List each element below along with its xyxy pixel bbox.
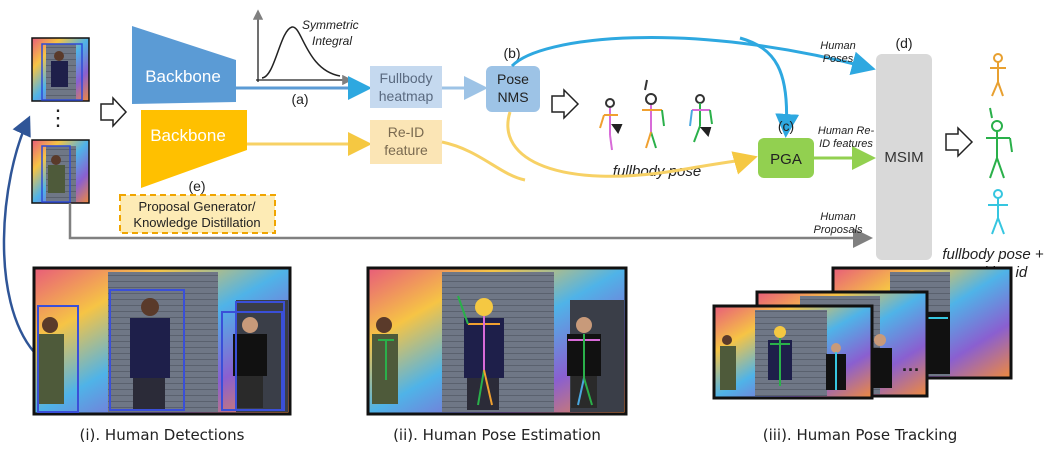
symmetric-integral-line1: Symmetric (302, 18, 359, 32)
tracked-skeleton-cyan (988, 189, 1008, 235)
fullbody-heatmap-box: Fullbody heatmap (370, 66, 442, 108)
panel-pose-tracking: ··· (712, 266, 1013, 400)
pose-nms-line1: Pose (497, 71, 529, 87)
backbone-yellow-label: Backbone (150, 126, 226, 145)
proposal-generator-line2: Knowledge Distillation (133, 215, 260, 230)
reid-feature-box: Re-ID feature (370, 120, 442, 164)
tag-b: (b) (503, 45, 520, 61)
msim-to-output-arrow (945, 126, 974, 158)
input-frame-bottom (31, 139, 90, 204)
tracked-skeleton-orange (990, 53, 1006, 97)
pga-box: (c) PGA (758, 118, 814, 178)
detection-box-center (109, 289, 185, 411)
detection-box-left (37, 305, 79, 413)
tracked-skeleton-green (986, 107, 1013, 179)
panel-human-detections (32, 266, 292, 416)
caption-pose-estimation: (ii). Human Pose Estimation (393, 426, 601, 444)
tag-c: (c) (778, 118, 794, 134)
person-soldier (38, 317, 64, 404)
fullbody-heatmap-line1: Fullbody (380, 70, 433, 86)
pose-person-right (567, 317, 601, 408)
caption-pose-tracking: (iii). Human Pose Tracking (763, 426, 958, 444)
tag-a: (a) (291, 91, 308, 107)
pose-person-soldier (372, 317, 398, 404)
pose-nms-box: (b) Pose NMS (486, 45, 540, 112)
panel-pose-estimation (366, 266, 628, 416)
skeleton-right (689, 94, 713, 143)
pose-nms-line2: NMS (497, 89, 528, 105)
caption-detections: (i). Human Detections (80, 426, 245, 444)
symmetric-integral-line2: Integral (312, 34, 352, 48)
human-proposals-line1: Human (820, 211, 855, 223)
person-center (130, 298, 170, 410)
tracked-skeletons (986, 53, 1013, 235)
backbone-blue-label: Backbone (145, 67, 221, 86)
arrow-human-poses (510, 36, 876, 75)
arrow-reid-to-pga (441, 140, 526, 182)
person-right (233, 317, 267, 408)
input-frame-top (31, 37, 90, 102)
detections-to-input-arrow (2, 115, 35, 353)
human-poses-line1: Human (820, 40, 855, 52)
msim-box: (d) MSIM (876, 35, 932, 260)
human-poses-line2: Poses (823, 53, 854, 65)
arrow-nms-to-pga (506, 111, 758, 178)
reid-feature-line2: feature (384, 142, 428, 158)
output-label-line1: fullbody pose + (942, 246, 1044, 263)
pose-person-center (457, 295, 504, 410)
skeleton-middle (642, 79, 665, 149)
skeleton-left (599, 98, 623, 151)
backbone-blue: Backbone (132, 26, 236, 104)
human-reid-line1: Human Re- (818, 125, 875, 137)
tracking-ellipsis: ··· (902, 360, 920, 380)
arrow-poses-to-pga (739, 36, 800, 138)
vertical-ellipsis: ⋮ (47, 105, 69, 130)
fullbody-heatmap-line2: heatmap (379, 88, 434, 104)
proposal-generator-box: (e) Proposal Generator/ Knowledge Distil… (119, 178, 276, 234)
fullbody-pose-skeletons (599, 79, 713, 151)
detection-box-right-b (235, 301, 285, 411)
proposal-generator-line1: Proposal Generator/ (138, 199, 255, 214)
symmetric-integral-plot: Symmetric Integral (252, 9, 359, 86)
reid-feature-line1: Re-ID (388, 124, 425, 140)
human-reid-line2: ID features (819, 138, 873, 150)
human-proposals-line2: Proposals (814, 224, 863, 236)
backbone-yellow: Backbone (141, 110, 247, 188)
nms-to-pose-arrow (551, 88, 580, 120)
arrow-human-proposals (68, 203, 873, 248)
msim-label: MSIM (884, 149, 923, 166)
tracking-frame-1 (712, 304, 874, 400)
input-to-backbone-arrow (100, 96, 128, 128)
tag-e: (e) (188, 178, 205, 194)
tag-d: (d) (895, 35, 912, 51)
pga-label: PGA (770, 151, 802, 168)
